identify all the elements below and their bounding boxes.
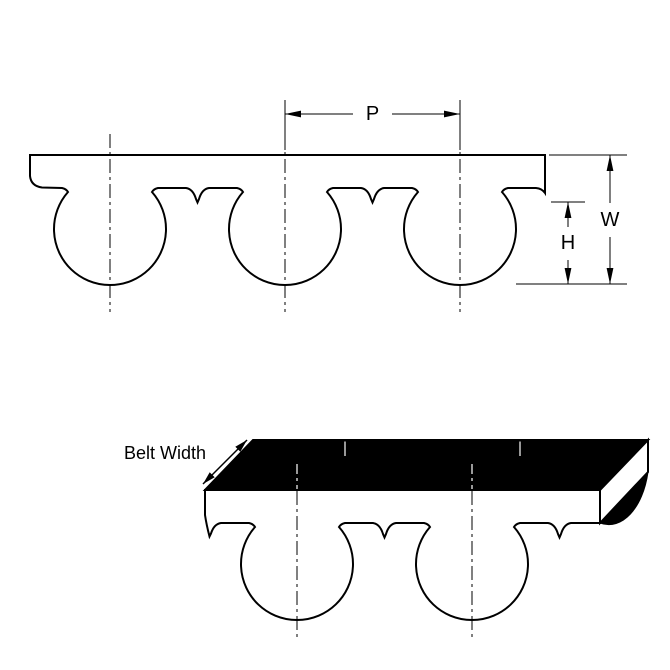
pitch-label: P — [366, 103, 379, 125]
arrowhead-down-icon — [606, 268, 614, 284]
arrowhead-up-icon — [606, 155, 614, 171]
belt-top-surface — [202, 439, 651, 491]
overall-height-label: W — [601, 209, 620, 231]
overall-height-dimension: W — [516, 154, 627, 285]
tooth-height-label: H — [561, 232, 575, 254]
belt-width-label: Belt Width — [124, 443, 206, 463]
arrowhead-up-icon — [564, 202, 572, 218]
arrowhead-right-icon — [444, 110, 460, 118]
pitch-dimension: P — [284, 100, 461, 150]
belt-width-dimension: Belt Width — [124, 439, 248, 485]
belt-profile-side-view: P W H — [29, 100, 627, 312]
belt-profile-outline — [29, 154, 546, 287]
tooth-height-dimension: H — [551, 201, 585, 284]
arrowhead-down-icon — [564, 268, 572, 284]
arrowhead-down-left-icon — [203, 472, 215, 484]
belt-front-face — [204, 489, 601, 622]
end-tooth-silhouette — [599, 470, 649, 525]
arrowhead-left-icon — [285, 110, 301, 118]
arrowhead-up-right-icon — [235, 440, 247, 452]
belt-3d-view: Belt Width — [124, 437, 651, 641]
